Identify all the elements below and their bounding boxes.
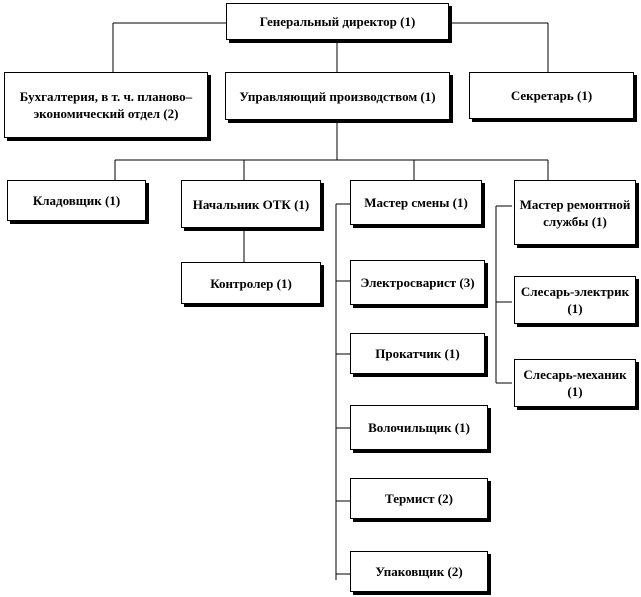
general-director-label: Генеральный директор (1) [259, 14, 416, 29]
packer-box: Упаковщик (2) [350, 551, 488, 592]
electrician-fitter-box: Слесарь-электрик (1) [514, 276, 636, 324]
storekeeper-box: Кладовщик (1) [7, 180, 146, 221]
electric-welder-label: Электросварист (3) [360, 275, 475, 290]
electric-welder-box: Электросварист (3) [350, 260, 485, 305]
heat-treater-label: Термист (2) [385, 491, 453, 506]
mechanic-fitter-label: Слесарь-механик (1) [523, 367, 627, 399]
production-manager-label: Управляющий производством (1) [239, 88, 436, 104]
roller-label: Прокатчик (1) [375, 346, 460, 361]
wire-drawer-label: Волочильщик (1) [368, 420, 470, 435]
repair-master-label: Мастер ремонтной службы (1) [519, 196, 631, 229]
shift-master-box: Мастер смены (1) [350, 180, 482, 225]
heat-treater-box: Термист (2) [350, 478, 488, 519]
packer-label: Упаковщик (2) [375, 564, 463, 579]
qc-head-label: Начальник ОТК (1) [192, 196, 310, 212]
roller-box: Прокатчик (1) [350, 333, 485, 374]
wire-drawer-box: Волочильщик (1) [350, 405, 488, 450]
storekeeper-label: Кладовщик (1) [32, 193, 121, 208]
qc-head-box: Начальник ОТК (1) [181, 180, 321, 228]
electrician-fitter-label: Слесарь-электрик (1) [520, 284, 630, 316]
repair-master-box: Мастер ремонтной службы (1) [514, 180, 636, 245]
mechanic-fitter-box: Слесарь-механик (1) [514, 359, 636, 407]
accounting-label: Бухгалтерия, в т. ч. планово–экономическ… [19, 89, 193, 121]
secretary-box: Секретарь (1) [469, 72, 634, 119]
secretary-label: Секретарь (1) [510, 88, 593, 103]
general-director-box: Генеральный директор (1) [226, 3, 449, 40]
production-manager-box: Управляющий производством (1) [225, 72, 450, 120]
accounting-box: Бухгалтерия, в т. ч. планово–экономическ… [4, 72, 208, 138]
controller-box: Контролер (1) [181, 262, 321, 304]
shift-master-label: Мастер смены (1) [364, 195, 468, 210]
controller-label: Контролер (1) [210, 275, 292, 291]
